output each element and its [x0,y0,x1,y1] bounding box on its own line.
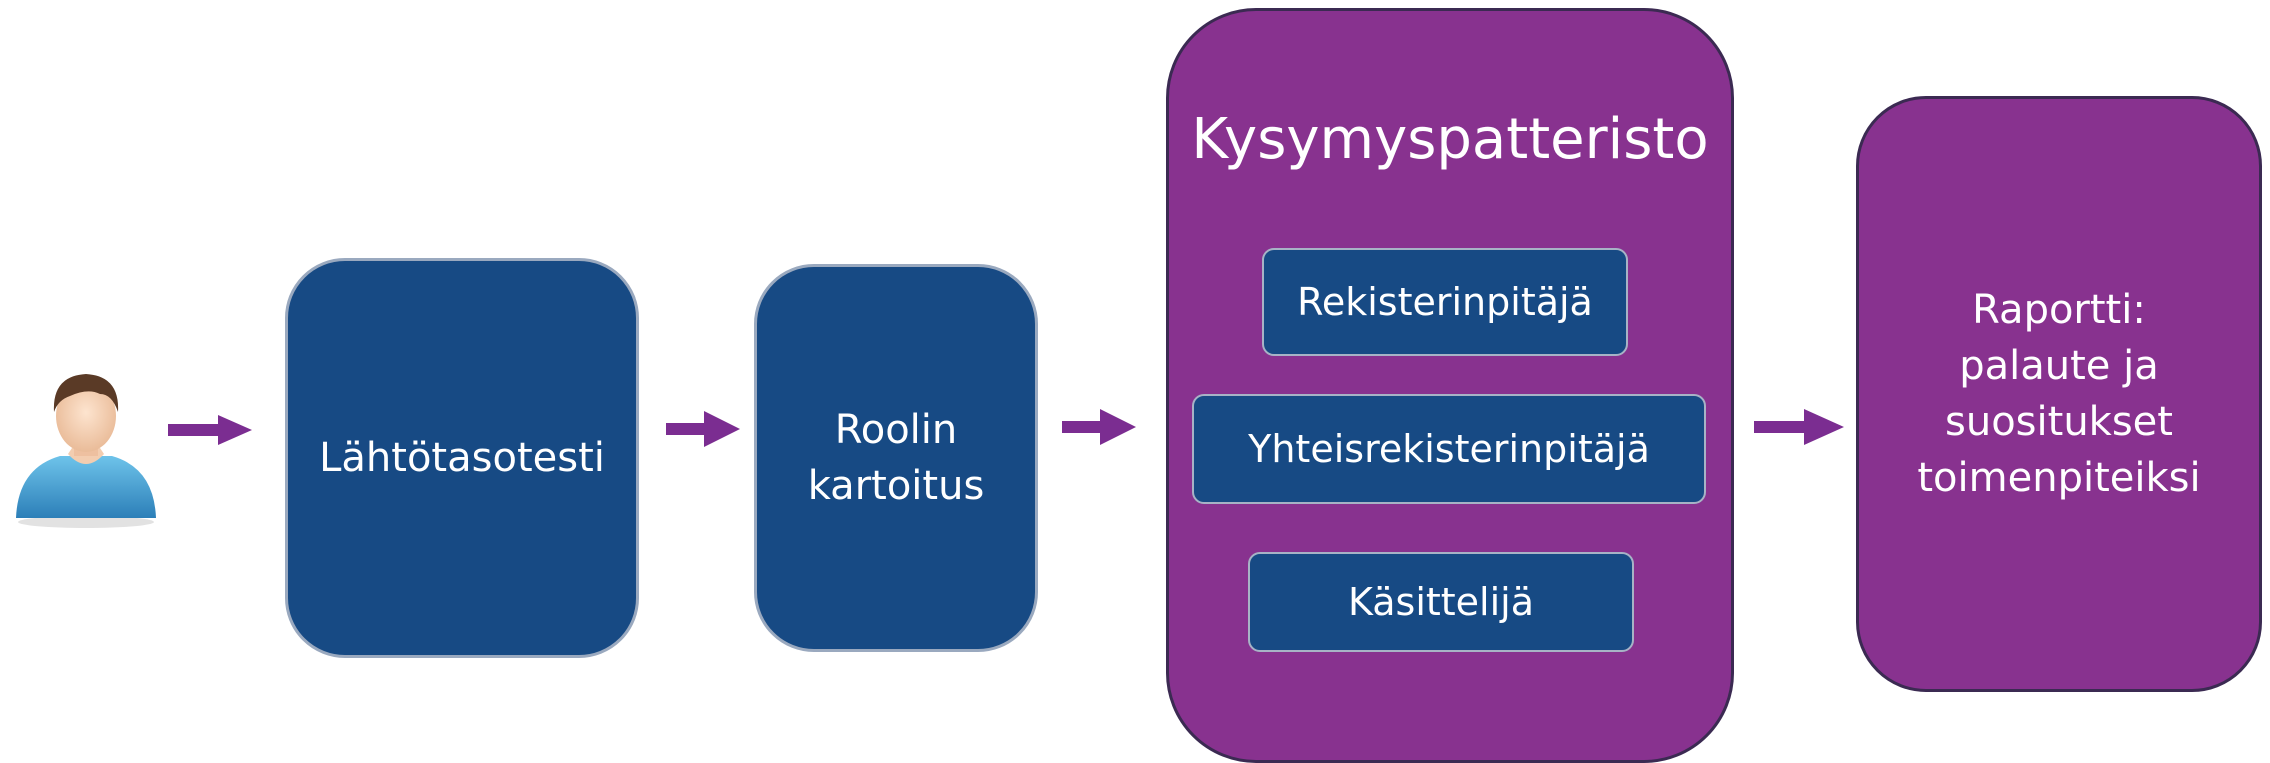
step-report: Raportti: palaute ja suositukset toimenp… [1856,96,2262,692]
group-title: Kysymyspatteristo [1191,107,1709,172]
arrow-right-icon [168,413,252,451]
step-role-mapping: Roolin kartoitus [754,264,1038,652]
role-label: Rekisterinpitäjä [1297,280,1593,324]
role-label: Yhteisrekisterinpitäjä [1248,427,1650,471]
role-processor: Käsittelijä [1248,552,1634,652]
step-label: Roolin kartoitus [807,407,985,509]
arrow-right-icon [666,411,740,451]
step-label: Raportti: palaute ja suositukset toimenp… [1917,287,2201,501]
arrow-right-icon [1754,409,1844,449]
step-baseline-test: Lähtötasotesti [285,258,639,658]
role-controller: Rekisterinpitäjä [1262,248,1628,356]
arrow-right-icon [1062,409,1136,449]
user-icon [8,350,168,534]
role-joint-controller: Yhteisrekisterinpitäjä [1192,394,1706,504]
step-label: Lähtötasotesti [319,435,605,481]
role-label: Käsittelijä [1347,580,1535,624]
